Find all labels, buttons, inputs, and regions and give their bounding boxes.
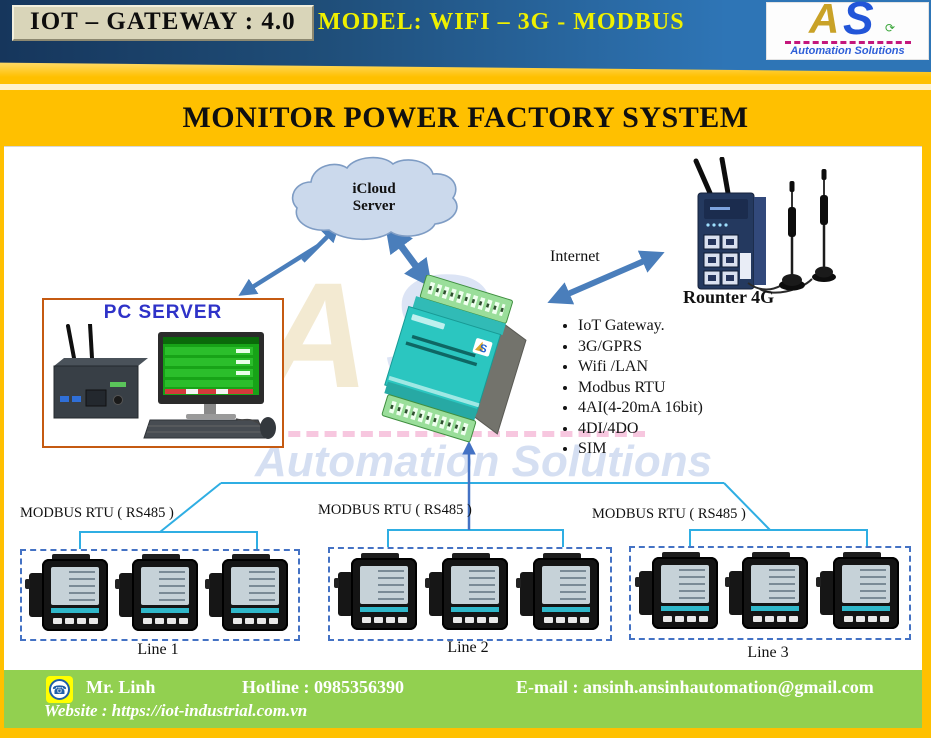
watermark-dash-line <box>125 431 645 437</box>
feature-item: 3G/GPRS <box>578 338 703 356</box>
power-meter <box>115 554 202 633</box>
pc-server-illustration <box>53 324 276 439</box>
feature-item: IoT Gateway. <box>578 317 703 335</box>
router-4g-device <box>693 157 836 294</box>
header-bar: IOT – GATEWAY : 4.0 MODEL: WIFI – 3G - M… <box>0 0 931 72</box>
power-meter <box>634 552 722 631</box>
feature-item: Wifi /LAN <box>578 358 703 376</box>
power-meter <box>516 553 603 632</box>
phone-glyph: ☎ <box>49 679 70 700</box>
feature-item: Modbus RTU <box>578 379 703 397</box>
line2-label: Line 2 <box>447 639 489 656</box>
contact-footer: ☎ Mr. Linh Hotline : 0985356390 E-mail :… <box>4 670 922 728</box>
cloud-label-line1: iCloud <box>352 181 396 197</box>
meter-group-line1 <box>20 549 300 641</box>
feature-item: SIM <box>578 440 703 458</box>
model-label: MODEL: WIFI – 3G - MODBUS <box>318 9 685 35</box>
cloud-label: iCloud Server <box>283 154 465 242</box>
iot-gateway-device: S <box>381 275 527 443</box>
power-meter <box>25 554 112 633</box>
logo-letter-a: A <box>809 0 840 42</box>
title-banner: MONITOR POWER FACTORY SYSTEM <box>0 90 931 146</box>
meter-group-line3 <box>629 546 911 640</box>
rs485-bus-lines <box>79 482 868 550</box>
meter-group-line2 <box>328 547 612 641</box>
contact-name: Mr. Linh <box>86 677 156 697</box>
gateway-feature-list: IoT Gateway. 3G/GPRS Wifi /LAN Modbus RT… <box>556 317 703 461</box>
power-meter <box>334 553 421 632</box>
watermark-caption: Automation Solutions <box>255 437 713 486</box>
power-meter <box>815 552 903 631</box>
power-meter <box>725 552 812 631</box>
logo-dash-line <box>785 41 911 44</box>
logo-recycle-icon: ⟳ <box>885 21 896 35</box>
modbus-label-line2: MODBUS RTU ( RS485 ) <box>318 502 472 518</box>
website-label: Website : https://iot-industrial.com.vn <box>44 701 308 720</box>
header-pale-strip <box>0 84 931 90</box>
line1-label: Line 1 <box>137 641 179 658</box>
power-meter <box>205 554 292 633</box>
line3-label: Line 3 <box>747 644 789 661</box>
logo-letter-s: S <box>843 0 874 44</box>
product-badge: IOT – GATEWAY : 4.0 <box>12 5 314 41</box>
modbus-label-line1: MODBUS RTU ( RS485 ) <box>20 505 174 521</box>
icloud-server-node: iCloud Server <box>283 154 465 242</box>
feature-item: 4DI/4DO <box>578 420 703 438</box>
email-label: E-mail : ansinh.ansinhautomation@gmail.c… <box>516 677 874 697</box>
svg-text:S: S <box>478 342 489 356</box>
logo-caption: Automation Solutions <box>790 45 905 57</box>
page-title: MONITOR POWER FACTORY SYSTEM <box>182 101 749 134</box>
diagram-canvas: A S Automation Solutions <box>4 146 922 671</box>
power-meter <box>425 553 512 632</box>
router-label: Rounter 4G <box>683 287 775 307</box>
phone-icon: ☎ <box>46 676 73 703</box>
hotline-label: Hotline : 0985356390 <box>242 677 404 697</box>
company-logo: A S ⟳ Automation Solutions <box>766 0 929 60</box>
feature-item: 4AI(4-20mA 16bit) <box>578 399 703 417</box>
pc-server-node: PC SERVER <box>42 298 284 448</box>
modbus-label-line3: MODBUS RTU ( RS485 ) <box>592 506 746 522</box>
cloud-label-line2: Server <box>352 198 396 214</box>
internet-label: Internet <box>550 248 600 265</box>
pc-server-label: PC SERVER <box>103 302 223 323</box>
